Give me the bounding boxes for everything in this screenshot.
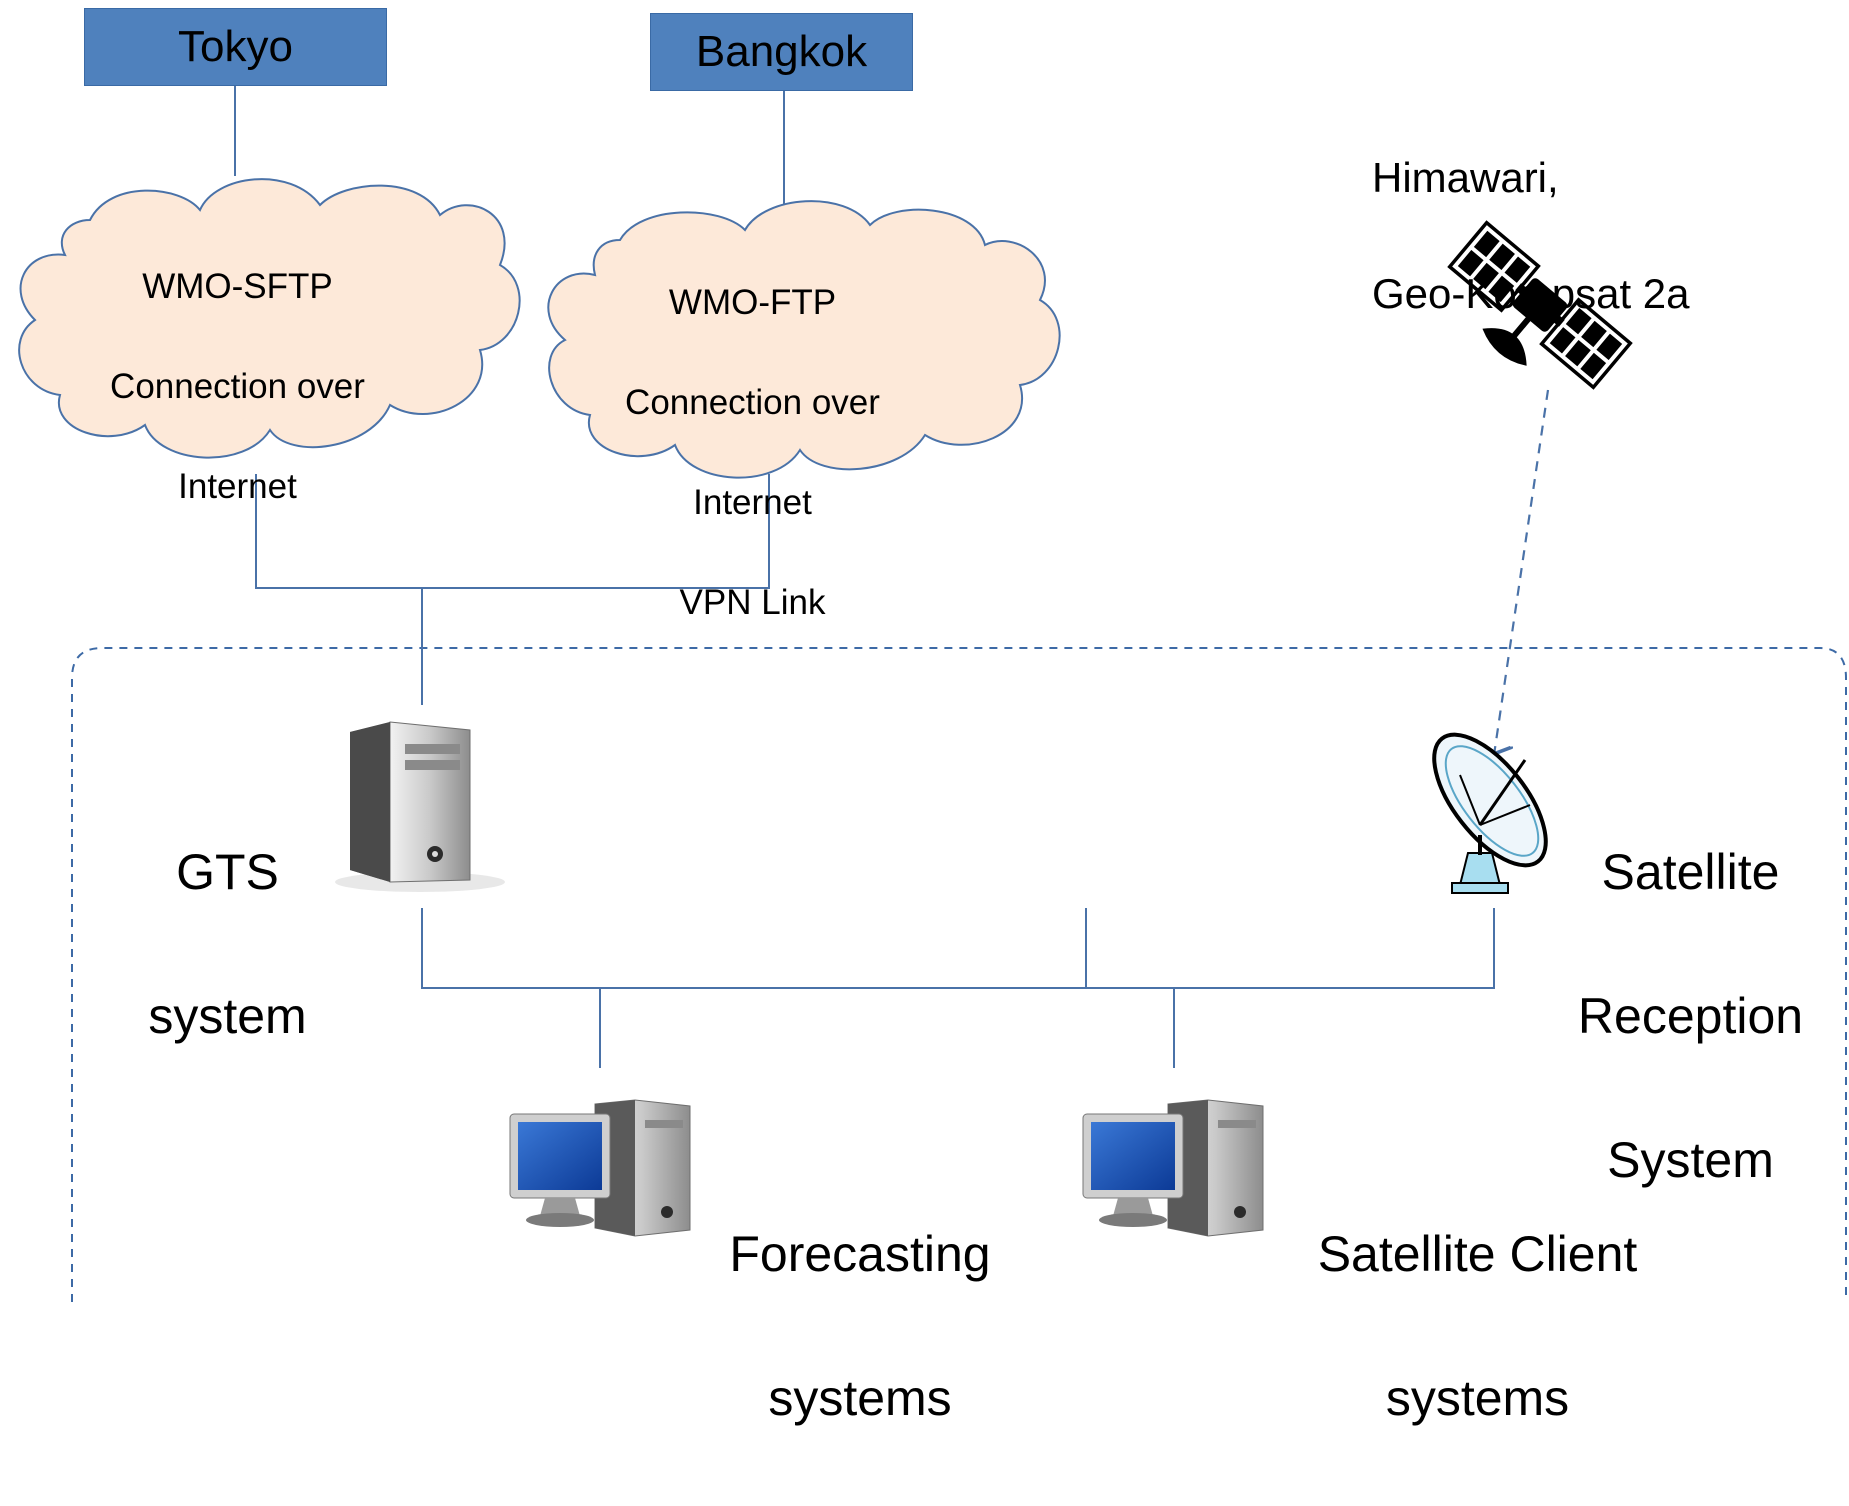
tokyo-label: Tokyo — [178, 22, 293, 71]
server-tower-icon — [335, 721, 505, 892]
cloud-bangkok-text: WMO-FTP Connection over Internet VPN Lin… — [575, 228, 930, 678]
network-diagram — [18, 84, 1847, 1302]
forecasting-line: Forecasting — [729, 1226, 991, 1282]
reception-line: System — [1607, 1132, 1774, 1188]
forecasting-line: systems — [768, 1370, 952, 1426]
gts-line: GTS — [176, 844, 279, 900]
gts-line: system — [148, 988, 307, 1044]
cloud-tokyo-line: WMO-SFTP — [142, 267, 333, 306]
cloud-tokyo-line: Internet — [178, 467, 297, 506]
cloud-tokyo — [18, 178, 521, 459]
bangkok-label: Bangkok — [695, 27, 868, 76]
reception-label: Satellite Reception System — [1558, 764, 1823, 1268]
cloud-bangkok-line: VPN Link — [679, 583, 826, 622]
satellite-icon — [1447, 220, 1633, 390]
cloud-bangkok-line: Connection over — [625, 383, 880, 422]
wan-merge-line — [255, 474, 770, 589]
client-label: Satellite Client systems — [1290, 1146, 1665, 1506]
downlink-arrow — [1494, 389, 1550, 755]
desktop-computer-icon — [509, 1099, 691, 1237]
desktop-computer-icon — [1082, 1099, 1264, 1237]
cloud-bangkok — [547, 200, 1061, 479]
tokyo-box: Tokyo — [84, 8, 387, 86]
cloud-bangkok-line: WMO-FTP — [668, 283, 837, 322]
site-boundary — [71, 647, 1847, 1302]
satellite-line: Himawari, — [1372, 154, 1559, 201]
client-line: Satellite Client — [1317, 1226, 1638, 1282]
cloud-tokyo-line: Connection over — [110, 367, 365, 406]
connection-lines — [234, 84, 1495, 1068]
bangkok-box: Bangkok — [650, 13, 913, 91]
cloud-bangkok-line: Internet — [693, 483, 812, 522]
satellite-dish-icon — [1432, 732, 1548, 894]
reception-line: Reception — [1577, 988, 1804, 1044]
satellite-label: Himawari, Geo-Kompsat 2a — [1372, 91, 1792, 381]
cloud-tokyo-text: WMO-SFTP Connection over Internet — [60, 212, 415, 562]
lan-bus — [421, 908, 1495, 989]
gts-label: GTS system — [110, 764, 345, 1124]
forecasting-label: Forecasting systems — [705, 1146, 1015, 1506]
reception-line: Satellite — [1601, 844, 1780, 900]
satellite-line: Geo-Kompsat 2a — [1372, 270, 1690, 317]
client-line: systems — [1385, 1370, 1570, 1426]
